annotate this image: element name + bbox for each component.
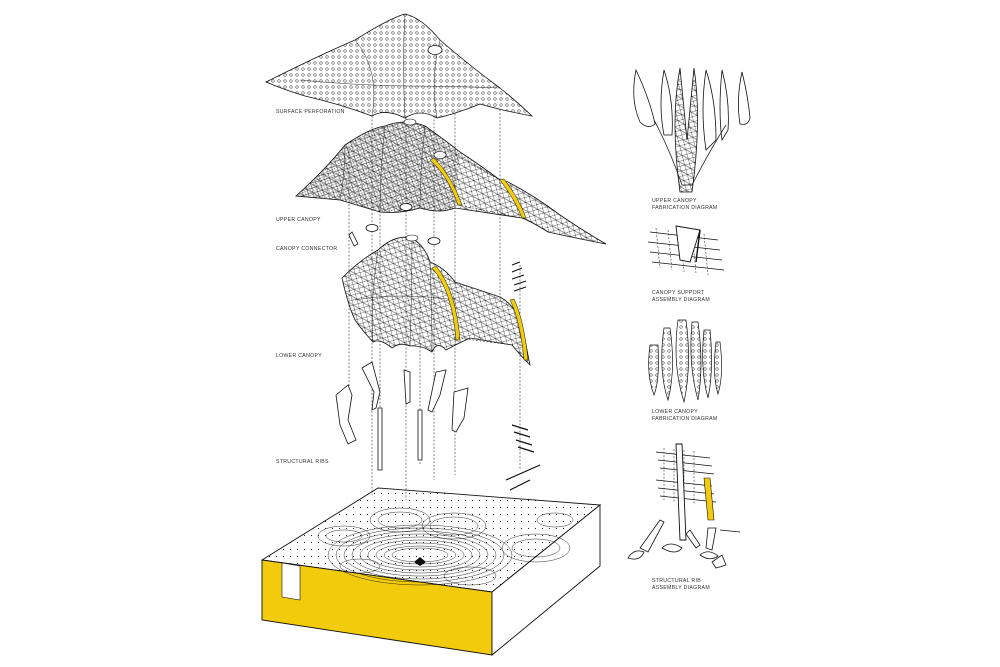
connector-bracket-icon [511, 261, 527, 292]
label-upper-canopy: UPPER CANOPY [276, 217, 321, 223]
label-structural-ribs: STRUCTURAL RIBS [276, 459, 329, 465]
site-base-block [260, 487, 602, 656]
lower-canopy-layer [341, 234, 531, 367]
canopy-support-assembly-diagram: CANOPY SUPPORT ASSEMBLY DIAGRAM [647, 225, 725, 303]
label-surface-perforation: SURFACE PERFORATION [276, 109, 345, 115]
label-lower-canopy: LOWER CANOPY [276, 353, 322, 359]
rib-title: STRUCTURAL RIB [652, 578, 701, 584]
lower-canopy-fabrication-diagram: LOWER CANOPY FABRICATION DIAGRAM [648, 319, 722, 422]
structural-rib-assembly-diagram: STRUCTURAL RIB ASSEMBLY DIAGRAM [627, 443, 741, 591]
upper-canopy-fabrication-diagram: UPPER CANOPY FABRICATION DIAGRAM [633, 67, 751, 211]
lower-fab-title: LOWER CANOPY [652, 409, 698, 415]
canopy-connectors [348, 203, 527, 292]
surface-perforation-layer [265, 13, 534, 119]
upper-canopy-layer [295, 118, 607, 245]
layer-labels: SURFACE PERFORATION UPPER CANOPY CANOPY … [276, 109, 345, 465]
lower-fab-subtitle: FABRICATION DIAGRAM [652, 416, 718, 422]
upper-fab-subtitle: FABRICATION DIAGRAM [652, 205, 718, 211]
support-subtitle: ASSEMBLY DIAGRAM [652, 297, 710, 303]
upper-fab-title: UPPER CANOPY [652, 198, 697, 204]
support-title: CANOPY SUPPORT [652, 290, 705, 296]
structural-ribs-layer [335, 361, 541, 491]
rib-subtitle: ASSEMBLY DIAGRAM [652, 585, 710, 591]
label-canopy-connector: CANOPY CONNECTOR [276, 246, 337, 252]
